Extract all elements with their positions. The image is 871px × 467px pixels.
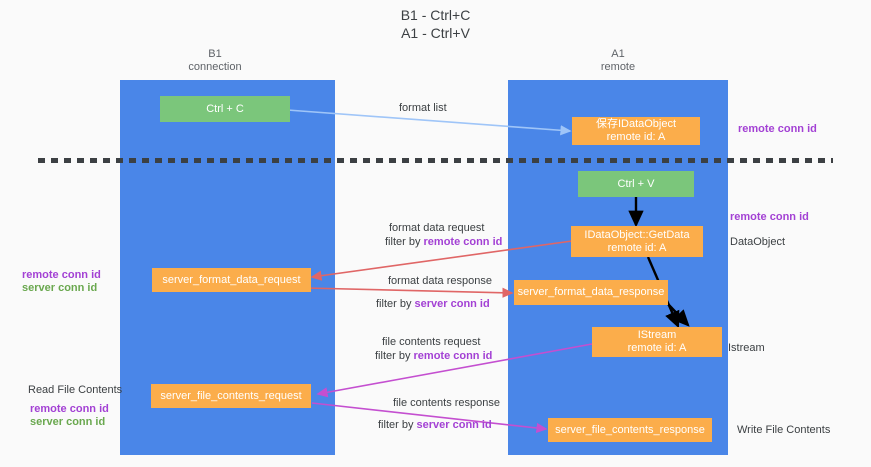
edge-label-file-contents-request-text: file contents request: [382, 336, 481, 348]
node-ctrl-c-label: Ctrl + C: [206, 102, 244, 115]
edge-label-format-data-response-filter: filter by server conn id: [376, 298, 490, 311]
annotation-istream: Istream: [728, 342, 765, 354]
edge-label-format-data-request-filter: filter by remote conn id: [385, 236, 502, 249]
annotation-remote-conn-id-top: remote conn id: [738, 123, 817, 135]
annotation-left-remote-conn-id-2: remote conn id: [30, 403, 109, 415]
annotation-dataobject: DataObject: [730, 236, 786, 248]
column-header-b1-sub: connection: [188, 61, 242, 73]
node-getdata-line1: IDataObject::GetData: [584, 228, 690, 241]
node-idataobject-getdata[interactable]: IDataObject::GetData remote id: A: [571, 226, 703, 257]
edge-label-file-contents-response-text: file contents response: [393, 397, 501, 409]
node-ctrl-v[interactable]: Ctrl + V: [578, 171, 694, 197]
column-header-b1-name: B1: [208, 48, 222, 60]
column-header-a1-name: A1: [611, 48, 625, 60]
node-server-file-contents-request-label: server_file_contents_request: [160, 389, 302, 402]
node-ctrl-c[interactable]: Ctrl + C: [160, 96, 290, 122]
column-header-b1: B1 connection: [150, 48, 280, 74]
node-server-file-contents-request[interactable]: server_file_contents_request: [151, 384, 311, 408]
title-line-1: B1 - Ctrl+C: [400, 7, 471, 23]
node-idataobject-line2: remote id: A: [606, 131, 666, 143]
node-server-format-data-response[interactable]: server_format_data_response: [514, 280, 668, 305]
title-line-2: A1 - Ctrl+V: [401, 25, 470, 41]
node-istream-line2: remote id: A: [627, 342, 687, 354]
key-server-conn-id: server conn id: [416, 419, 492, 431]
node-getdata-line2: remote id: A: [607, 241, 667, 254]
filter-by-prefix: filter by: [375, 350, 414, 362]
edge-label-file-contents-request-filter: filter by remote conn id: [375, 350, 492, 363]
node-idataobject[interactable]: 保存IDataObject remote id: A: [572, 117, 700, 145]
node-istream[interactable]: IStream remote id: A: [592, 327, 722, 357]
key-remote-conn-id: remote conn id: [413, 350, 493, 362]
key-remote-conn-id: remote conn id: [423, 236, 503, 248]
page-title: B1 - Ctrl+C A1 - Ctrl+V: [0, 6, 871, 42]
edge-label-format-data-response: format data response: [388, 275, 492, 287]
node-server-file-contents-response[interactable]: server_file_contents_response: [548, 418, 712, 442]
edge-label-format-data-request: format data request: [389, 222, 484, 235]
node-server-format-data-response-label: server_format_data_response: [517, 286, 665, 298]
annotation-left-remote-conn-id: remote conn id: [22, 269, 101, 281]
annotation-write-file-contents: Write File Contents: [737, 424, 831, 436]
filter-by-prefix: filter by: [385, 236, 424, 248]
annotation-left-server-conn-id-2: server conn id: [30, 416, 106, 428]
filter-by-prefix: filter by: [378, 419, 417, 431]
node-server-format-data-request[interactable]: server_format_data_request: [152, 268, 311, 292]
column-header-a1: A1 remote: [553, 48, 683, 74]
column-header-a1-sub: remote: [600, 61, 636, 73]
key-server-conn-id: server conn id: [414, 298, 490, 310]
node-istream-line1: IStream: [637, 329, 677, 341]
annotation-remote-conn-id-mid: remote conn id: [730, 211, 809, 223]
node-ctrl-v-label: Ctrl + V: [617, 177, 655, 190]
node-server-file-contents-response-label: server_file_contents_response: [555, 423, 705, 436]
edge-label-file-contents-response: file contents response: [393, 397, 500, 410]
node-idataobject-line1: 保存IDataObject: [595, 118, 677, 130]
edge-label-format-data-request-text: format data request: [389, 222, 485, 234]
annotation-read-file-contents: Read File Contents: [28, 384, 123, 396]
phase-divider: [38, 158, 833, 163]
node-server-format-data-request-label: server_format_data_request: [162, 273, 301, 286]
annotation-left-server-conn-id: server conn id: [22, 282, 98, 294]
edge-label-file-contents-response-filter: filter by server conn id: [378, 419, 492, 432]
filter-by-prefix: filter by: [376, 298, 415, 310]
edge-label-format-list: format list: [399, 102, 447, 114]
edge-label-file-contents-request: file contents request: [382, 336, 480, 349]
